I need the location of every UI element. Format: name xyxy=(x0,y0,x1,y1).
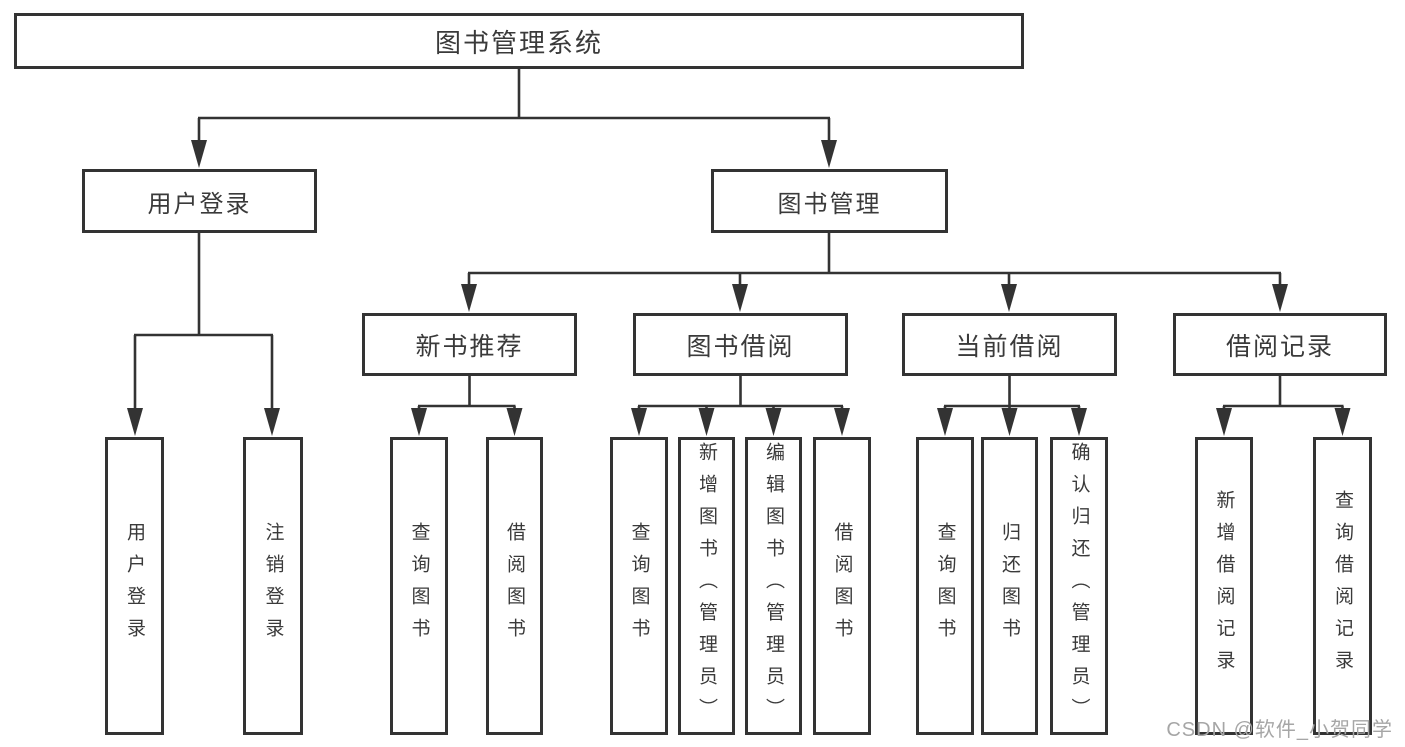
leaf-label: 归还图书 xyxy=(999,522,1020,650)
csdn-watermark: CSDN @软件_小贺同学 xyxy=(1166,719,1393,741)
leaf-confirm-return-admin: 确认归还（管理员） xyxy=(1050,437,1108,735)
leaf-label: 用户登录 xyxy=(124,522,145,650)
leaf-label: 确认归还（管理员） xyxy=(1068,442,1090,730)
leaf-label: 查询借阅记录 xyxy=(1332,490,1353,682)
node-book-borrowing: 图书借阅 xyxy=(633,313,848,376)
leaf-label: 借阅图书 xyxy=(504,522,525,650)
leaf-borrow-books-borrowing: 借阅图书 xyxy=(813,437,871,735)
leaf-label: 新增借阅记录 xyxy=(1213,490,1235,682)
leaf-query-books-current: 查询图书 xyxy=(916,437,974,735)
node-book-management: 图书管理 xyxy=(711,169,948,233)
node-user-login: 用户登录 xyxy=(82,169,317,233)
node-current-borrowing: 当前借阅 xyxy=(902,313,1117,376)
leaf-return-book: 归还图书 xyxy=(981,437,1038,735)
leaf-edit-book-admin: 编辑图书（管理员） xyxy=(745,437,802,735)
node-label: 借阅记录 xyxy=(1225,332,1334,361)
node-label: 用户登录 xyxy=(147,190,252,218)
node-label: 当前借阅 xyxy=(955,332,1064,361)
leaf-label: 新增图书（管理员） xyxy=(696,442,717,730)
leaf-label: 查询图书 xyxy=(628,522,650,650)
leaf-label: 查询图书 xyxy=(408,522,430,650)
node-label: 图书管理系统 xyxy=(434,27,603,58)
leaf-add-book-admin: 新增图书（管理员） xyxy=(678,437,735,735)
node-label: 新书推荐 xyxy=(415,332,524,361)
node-library-management-system: 图书管理系统 xyxy=(14,13,1024,69)
leaf-user-login: 用户登录 xyxy=(105,437,164,735)
leaf-label: 编辑图书（管理员） xyxy=(763,442,784,730)
leaf-query-books-recommend: 查询图书 xyxy=(390,437,448,735)
leaf-logout: 注销登录 xyxy=(243,437,303,735)
leaf-label: 注销登录 xyxy=(262,522,284,650)
node-borrowing-records: 借阅记录 xyxy=(1173,313,1387,376)
node-label: 图书借阅 xyxy=(686,332,795,361)
leaf-add-borrow-record: 新增借阅记录 xyxy=(1195,437,1253,735)
node-new-book-recommend: 新书推荐 xyxy=(362,313,577,376)
leaf-label: 查询图书 xyxy=(934,522,956,650)
leaf-query-borrow-record: 查询借阅记录 xyxy=(1313,437,1372,735)
leaf-label: 借阅图书 xyxy=(831,522,853,650)
node-label: 图书管理 xyxy=(777,190,882,218)
leaf-borrow-books-recommend: 借阅图书 xyxy=(486,437,543,735)
leaf-query-books-borrowing: 查询图书 xyxy=(610,437,668,735)
